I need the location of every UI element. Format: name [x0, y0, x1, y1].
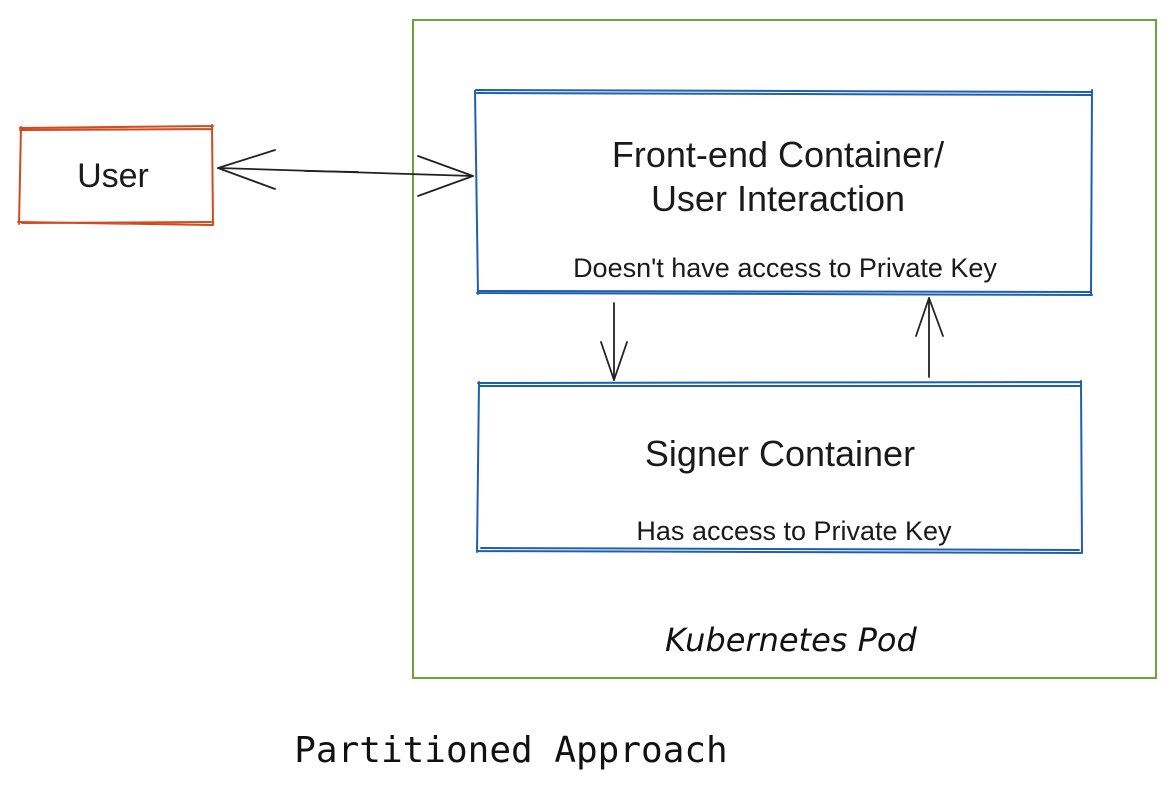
down-arrow — [600, 302, 628, 381]
signer-container-border — [476, 380, 1083, 554]
signer-container: Signer Container Has access to Private K… — [476, 380, 1083, 554]
diagram-caption: Partitioned Approach — [294, 730, 727, 771]
pod-label: Kubernetes Pod — [665, 621, 917, 659]
frontend-note: Doesn't have access to Private Key — [573, 253, 997, 283]
frontend-container-border — [474, 89, 1093, 296]
frontend-title-line2: User Interaction — [651, 178, 905, 219]
user-frontend-arrow — [217, 149, 474, 197]
frontend-container: Front-end Container/ User Interaction Do… — [474, 89, 1093, 296]
arrow-shaft-double — [304, 170, 359, 173]
arrowhead-up-icon — [915, 297, 944, 337]
user-box: User — [17, 124, 214, 226]
user-label: User — [77, 157, 149, 195]
up-arrow — [915, 297, 944, 378]
user-box-border — [17, 124, 214, 226]
arrowhead-left-icon — [217, 149, 276, 190]
arrowhead-down-icon — [600, 341, 628, 381]
arrowhead-right-icon — [417, 155, 474, 197]
frontend-title-line1: Front-end Container/ — [612, 134, 944, 175]
signer-note: Has access to Private Key — [636, 516, 952, 546]
signer-title: Signer Container — [645, 433, 915, 474]
kubernetes-pod: Kubernetes Pod — [412, 19, 1157, 679]
pod-border — [412, 19, 1157, 679]
